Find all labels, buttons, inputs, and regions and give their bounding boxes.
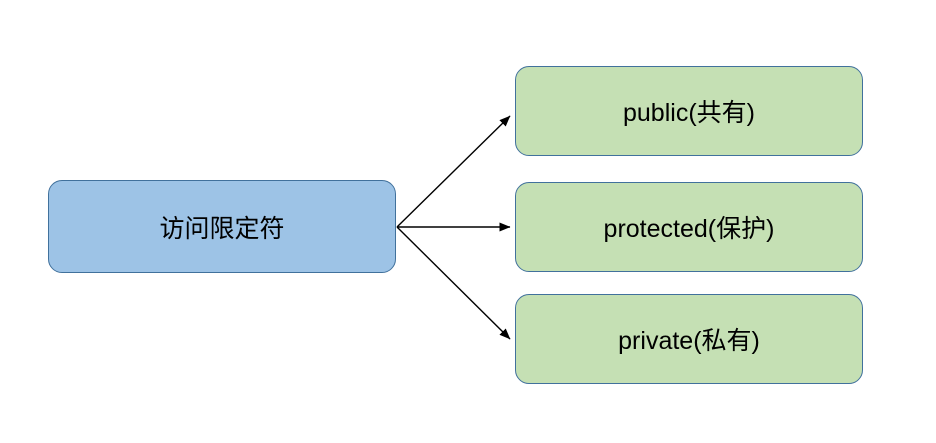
arrow-to-private <box>396 226 511 340</box>
child-node-public: public(共有) <box>515 66 863 156</box>
arrow-to-public <box>396 115 511 228</box>
child-node-public-label: public(共有) <box>623 99 755 127</box>
child-node-protected: protected(保护) <box>515 182 863 272</box>
child-node-private: private(私有) <box>515 294 863 384</box>
child-node-protected-label: protected(保护) <box>603 215 775 243</box>
root-node-label: 访问限定符 <box>159 214 285 243</box>
child-node-private-label: private(私有) <box>618 327 760 355</box>
root-node-access-modifier: 访问限定符 <box>48 180 396 273</box>
